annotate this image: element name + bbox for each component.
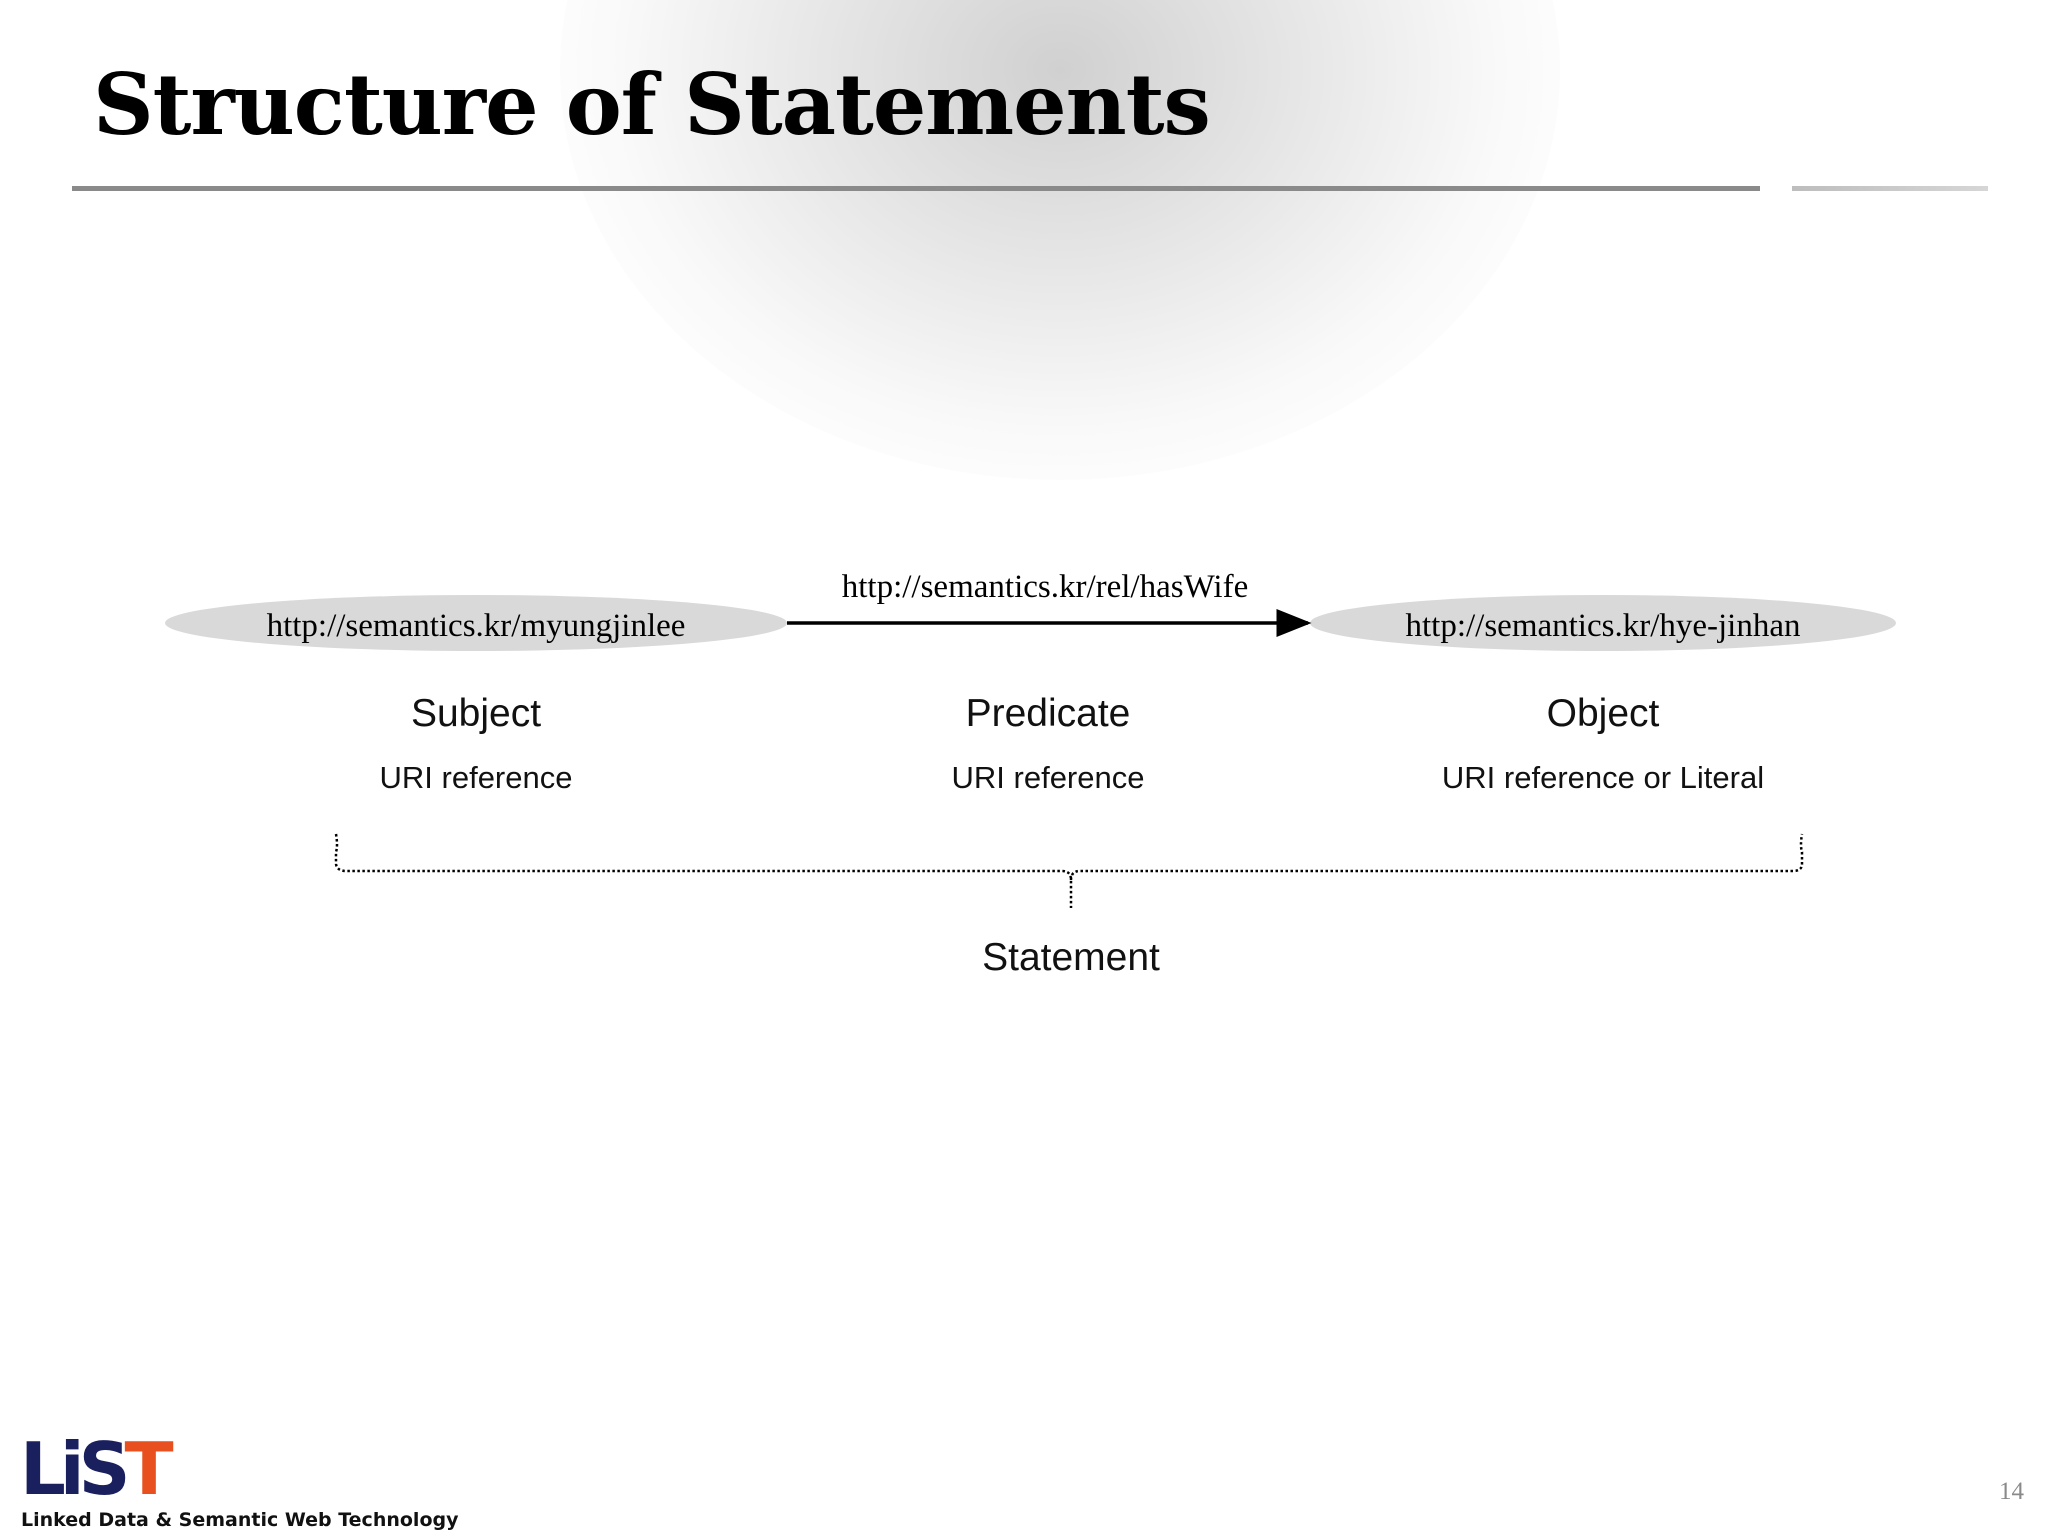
title-underline-accent [1792, 186, 1988, 191]
list-logo: LiST [20, 1434, 179, 1500]
object-type: URI reference or Literal [1442, 760, 1764, 795]
object-label: Object [1547, 692, 1660, 735]
object-uri: http://semantics.kr/hye-jinhan [1405, 608, 1800, 644]
statement-label: Statement [982, 936, 1160, 979]
subject-uri: http://semantics.kr/myungjinlee [267, 608, 686, 644]
predicate-label: Predicate [966, 692, 1131, 735]
predicate-type: URI reference [952, 760, 1145, 795]
svg-text:LiST: LiST [20, 1434, 173, 1500]
title-underline [72, 186, 1760, 191]
statement-brace [334, 833, 1804, 908]
subject-node [165, 595, 787, 651]
object-node [1310, 595, 1896, 651]
subject-type: URI reference [380, 760, 573, 795]
page-number: 14 [1999, 1478, 2024, 1505]
predicate-uri: http://semantics.kr/rel/hasWife [842, 569, 1248, 605]
footer-course-name: Linked Data & Semantic Web Technology [21, 1509, 459, 1531]
slide-title: Structure of Statements [93, 55, 1211, 154]
subject-label: Subject [411, 692, 541, 735]
